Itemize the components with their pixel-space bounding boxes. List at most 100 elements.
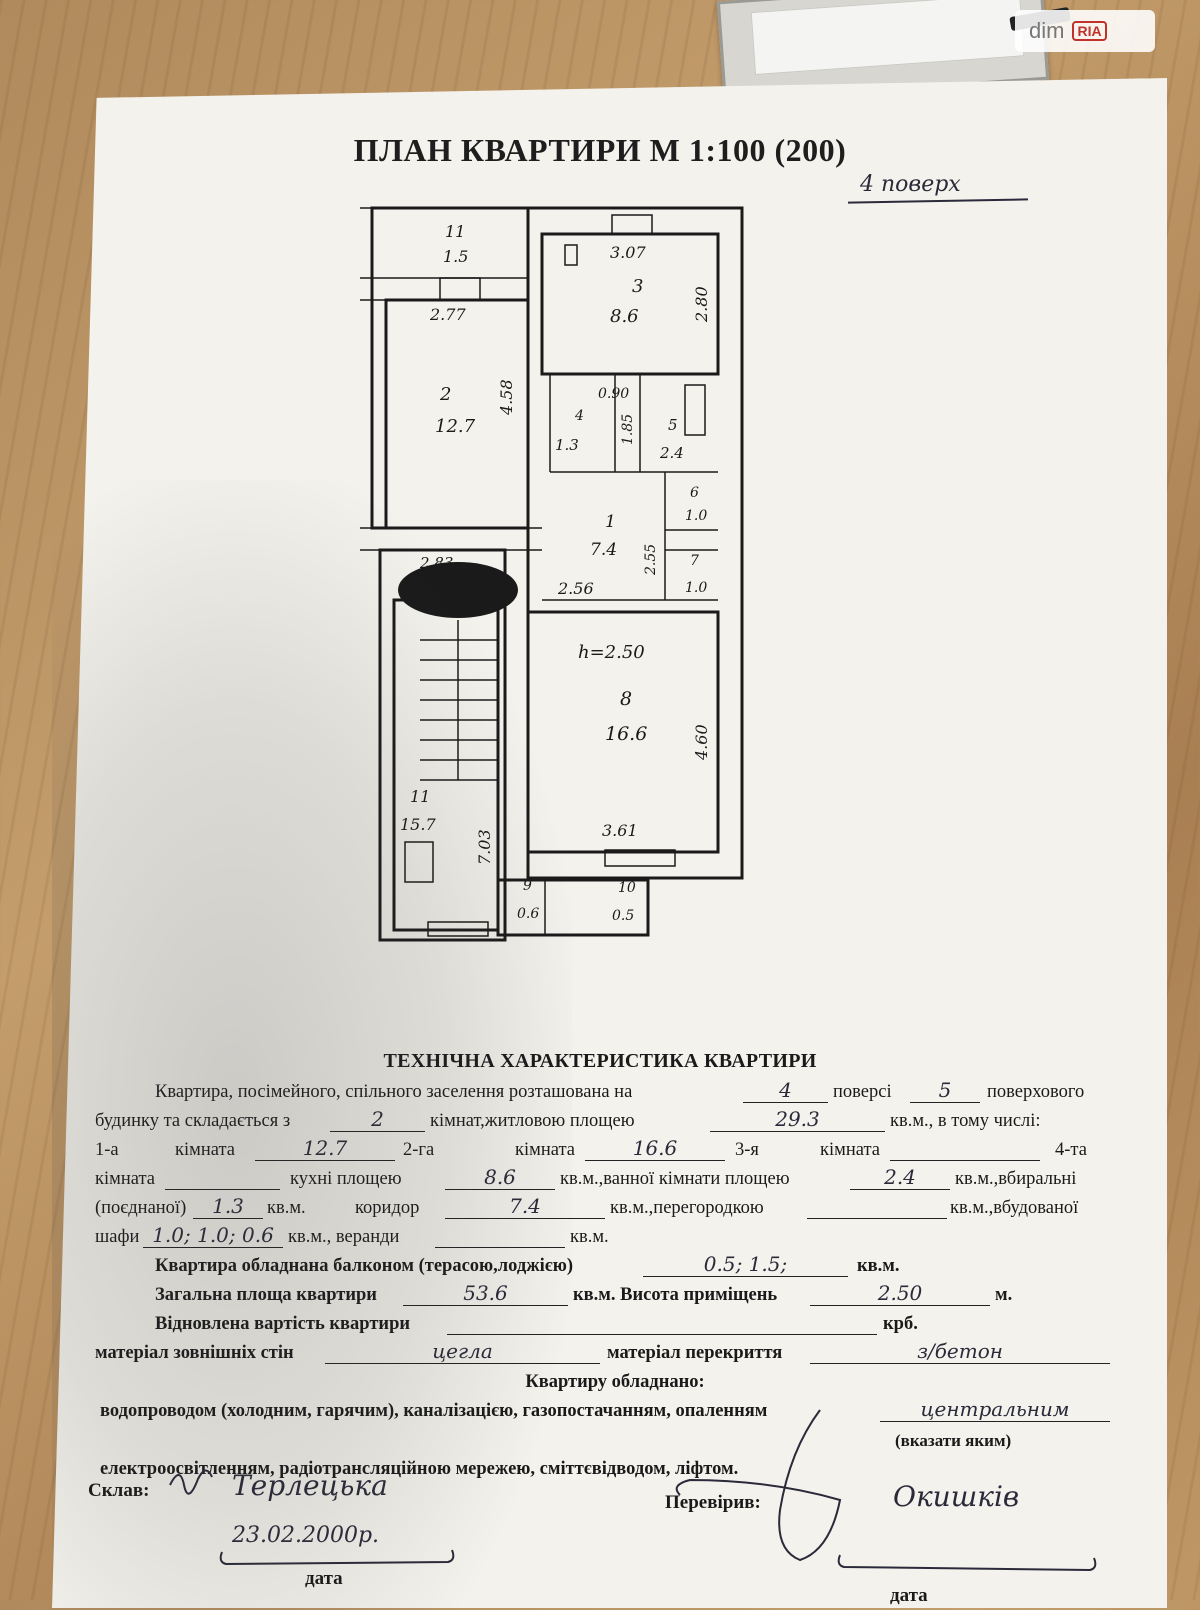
redaction-blot bbox=[398, 562, 518, 618]
veranda-area-field bbox=[435, 1223, 565, 1248]
form-text: будинку та складається з bbox=[95, 1111, 291, 1131]
form-text: Квартиру обладнано: bbox=[525, 1372, 705, 1392]
form-text: кімната bbox=[515, 1140, 575, 1160]
form-text: кухні площею bbox=[290, 1169, 402, 1189]
heating-type-field: центральним bbox=[880, 1397, 1110, 1422]
form-row-utilities: водопроводом (холодним, гарячим), каналі… bbox=[95, 1397, 1135, 1426]
total-area-field: 53.6 bbox=[403, 1281, 568, 1306]
form-text: матеріал зовнішніх стін bbox=[95, 1343, 294, 1363]
form-text: Відновлена вартість квартири bbox=[155, 1314, 411, 1334]
checked-label: Перевірив: bbox=[665, 1492, 761, 1513]
form-text: (вказати яким) bbox=[895, 1431, 1012, 1450]
room3-area-field bbox=[890, 1136, 1040, 1161]
plan-outer-wall-right bbox=[526, 206, 744, 880]
form-text: кімната bbox=[820, 1140, 880, 1160]
form-row-building: будинку та складається з 2 кімнат,житлов… bbox=[95, 1107, 1135, 1136]
plan-stair-inner bbox=[392, 598, 500, 932]
form-text: кв.м. bbox=[267, 1198, 306, 1218]
form-text: м. bbox=[995, 1285, 1013, 1305]
form-row-balcony: Квартира обладнана балконом (терасою,лод… bbox=[95, 1252, 1135, 1281]
plan-room-8-wall bbox=[526, 610, 720, 854]
form-row-restored: Відновлена вартість квартири крб. bbox=[95, 1310, 1135, 1339]
form-row-specify: (вказати яким) bbox=[95, 1426, 1135, 1455]
form-text: Квартира, посімейного, спільного заселен… bbox=[155, 1082, 633, 1102]
plan-room-area: 15.7 bbox=[400, 815, 436, 834]
plan-dimension: 2.80 bbox=[692, 286, 711, 323]
floor-note: 4 поверх bbox=[860, 172, 961, 197]
document-sheet bbox=[52, 78, 1167, 1608]
plan-room-area: 0.6 bbox=[517, 906, 539, 922]
plan-dimension: 4.60 bbox=[692, 724, 711, 761]
plan-room-area: 16.6 bbox=[605, 723, 647, 745]
form-row-utilities2: електроосвітленням, радіотрансляційною м… bbox=[95, 1455, 1135, 1484]
form-text: кв.м., веранди bbox=[288, 1227, 400, 1247]
watermark-left: dim bbox=[1029, 18, 1065, 43]
plan-dimension: 2.77 bbox=[429, 305, 466, 324]
plan-room-label: 6 bbox=[690, 485, 699, 501]
ceiling-height-field: 2.50 bbox=[810, 1281, 990, 1306]
form-text: крб. bbox=[883, 1314, 918, 1334]
form-text: водопроводом (холодним, гарячим), каналі… bbox=[100, 1401, 768, 1421]
form-text: 2-га bbox=[403, 1140, 435, 1160]
plan-room-area: 1.0 bbox=[685, 580, 707, 596]
restored-value-field bbox=[447, 1310, 877, 1335]
form-text: кімната bbox=[175, 1140, 235, 1160]
corridor-area-field: 7.4 bbox=[445, 1194, 605, 1219]
floor-plan: 11 1.5 2.77 2 12.7 4.58 3.07 3 8.6 2.80 … bbox=[360, 206, 744, 942]
plan-room-label: 11 bbox=[445, 222, 465, 241]
plan-dimension: 1.85 bbox=[620, 414, 636, 445]
plan-dimension: 3.61 bbox=[602, 821, 638, 840]
form-text: Квартира обладнана балконом (терасою,лод… bbox=[155, 1256, 574, 1276]
living-area-field: 29.3 bbox=[710, 1107, 885, 1132]
room4-area-field bbox=[165, 1165, 280, 1190]
form-text: кв.м., в тому числі: bbox=[890, 1111, 1041, 1131]
form-row-materials: матеріал зовнішніх стін цегла матеріал п… bbox=[95, 1339, 1135, 1368]
form-row-rooms: 1-а кімната 12.7 2-га кімната 16.6 3-я к… bbox=[95, 1136, 1135, 1165]
form-text: Загальна площа квартири bbox=[155, 1285, 377, 1305]
form-text: поверсі bbox=[833, 1082, 892, 1102]
form-text: (поєднаної) bbox=[95, 1198, 187, 1218]
tech-form: Квартира, посімейного, спільного заселен… bbox=[95, 1078, 1135, 1484]
form-row-equipped-title: Квартиру обладнано: bbox=[95, 1368, 1135, 1397]
form-row-corridor: (поєднаної) 1.3 кв.м. коридор 7.4 кв.м.,… bbox=[95, 1194, 1135, 1223]
room2-area-field: 16.6 bbox=[585, 1136, 725, 1161]
form-text: кв.м.,ванної кімнати площею bbox=[560, 1169, 790, 1189]
form-text: 4-та bbox=[1055, 1140, 1087, 1160]
plan-room-label: 3 bbox=[632, 276, 643, 297]
plan-room-label: 1 bbox=[605, 512, 616, 532]
plan-room-label: 5 bbox=[668, 416, 678, 434]
page-title: ПЛАН КВАРТИРИ М 1:100 (200) bbox=[353, 132, 847, 168]
rooms-count-field: 2 bbox=[330, 1107, 425, 1132]
plan-dimension: 2.56 bbox=[557, 579, 594, 598]
plan-balcony-wall bbox=[496, 878, 650, 937]
dim-ria-watermark-logo: dim RIA bbox=[1015, 10, 1155, 52]
plan-dimension: 7.03 bbox=[475, 829, 494, 865]
plan-room-label: 10 bbox=[618, 880, 636, 896]
plan-dimension: 2.83 bbox=[419, 554, 453, 572]
kitchen-area-field: 8.6 bbox=[445, 1165, 555, 1190]
plan-dimension: 4.58 bbox=[497, 379, 516, 416]
form-text: матеріал перекриття bbox=[607, 1343, 783, 1363]
plan-room-area: 2.4 bbox=[659, 444, 684, 462]
floors-material-field: з/бетон bbox=[810, 1339, 1110, 1364]
plan-room-label: 11 bbox=[410, 787, 430, 806]
form-text: коридор bbox=[355, 1198, 420, 1218]
plan-room-label: 7 bbox=[690, 553, 699, 569]
plan-room-area: 1.3 bbox=[555, 436, 579, 454]
form-text: кімнат,житловою площею bbox=[430, 1111, 635, 1131]
plan-room-area: 8.6 bbox=[610, 306, 639, 327]
form-text: 1-а bbox=[95, 1140, 119, 1160]
room1-area-field: 12.7 bbox=[255, 1136, 395, 1161]
plan-dimension: 3.07 bbox=[610, 243, 646, 262]
plan-dimension: 2.55 bbox=[643, 544, 659, 576]
watermark-right: RIA bbox=[1072, 21, 1107, 41]
plan-room-area: 12.7 bbox=[435, 416, 476, 437]
walls-material-field: цегла bbox=[325, 1339, 600, 1364]
plan-height-note: h=2.50 bbox=[578, 642, 645, 663]
form-text: кв.м. Висота приміщень bbox=[573, 1285, 778, 1305]
plan-room-area: 1.5 bbox=[443, 247, 468, 266]
form-text: поверхового bbox=[987, 1082, 1085, 1102]
plan-room-area: 1.0 bbox=[685, 508, 707, 524]
bath-area-field: 2.4 bbox=[850, 1165, 950, 1190]
form-row-closets: шафи 1.0; 1.0; 0.6 кв.м., веранди кв.м. bbox=[95, 1223, 1135, 1252]
